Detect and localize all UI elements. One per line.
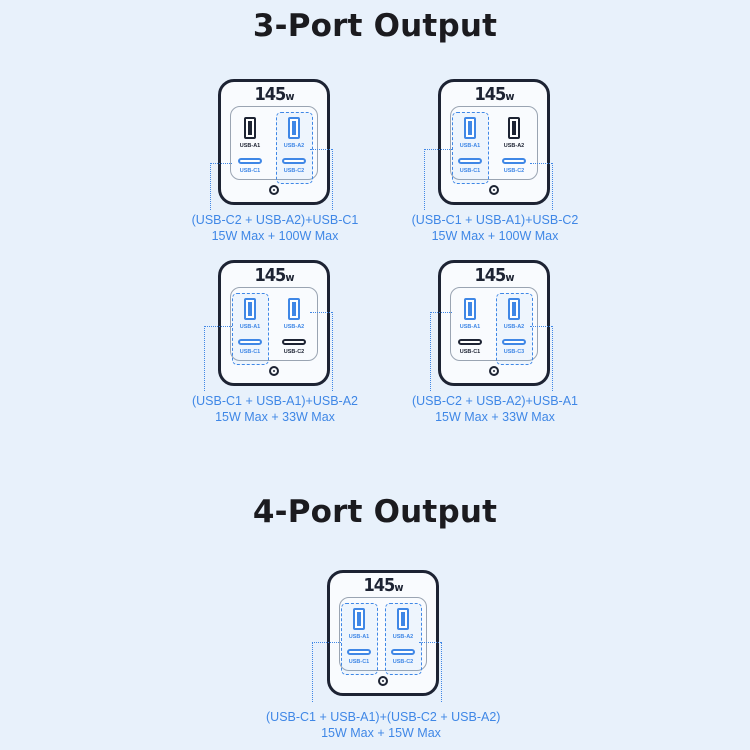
usb-c1-port-icon [238,339,262,345]
charger-body: 145w USB-A1 USB-A2 USB-C1 USB-C2 [218,79,330,205]
usb-c2-label: USB-C2 [392,659,414,665]
callout-line [210,163,211,210]
usb-a2-label: USB-A2 [503,143,525,149]
usb-c1-port-icon [458,158,482,164]
callout-line [430,312,452,313]
usb-a1-port-icon [464,298,476,320]
wattage-label: 145w [363,575,404,596]
usb-a2-port-icon [508,117,520,139]
callout-line [424,149,425,210]
charger-config-3: 145w USB-A1 USB-A2 USB-C1 USB-C2 (USB-C1… [160,260,390,440]
usb-a1-label: USB-A1 [459,324,481,330]
highlight-group [496,293,533,365]
usb-a2-label: USB-A2 [503,324,525,330]
port-panel: USB-A1 USB-A2 USB-C1 USB-C2 [339,597,427,675]
usb-a2-port-icon [397,608,409,630]
usb-a2-label: USB-A2 [283,143,305,149]
callout-line [332,149,333,210]
callout-line [204,326,232,327]
usb-c1-port-icon [347,649,371,655]
usb-c2-port-icon [502,158,526,164]
usb-c1-label: USB-C1 [459,349,481,355]
four-port-title: 4-Port Output [252,494,498,530]
usb-a1-port-icon [464,117,476,139]
usb-a2-label: USB-A2 [392,634,414,640]
config-power: 15W Max + 33W Max [435,410,555,424]
wattage-label: 145w [254,84,295,105]
charger-body: 145w USB-A1 USB-A2 USB-C1 USB-C2 [438,79,550,205]
usb-c2-label: USB-C2 [283,168,305,174]
usb-a1-label: USB-A1 [459,143,481,149]
usb-c1-port-icon [238,158,262,164]
callout-line [312,642,341,643]
charger-led-icon [489,185,499,195]
charger-config-2: 145w USB-A1 USB-A2 USB-C1 USB-C2 (USB-C1… [380,79,610,259]
usb-a2-port-icon [508,298,520,320]
usb-a2-port-icon [288,117,300,139]
callout-line [552,163,553,210]
wattage-label: 145w [474,265,515,286]
charger-led-icon [269,366,279,376]
charger-body: 145w USB-A1 USB-A2 USB-C1 USB-C2 [327,570,439,696]
usb-c2-port-icon [282,339,306,345]
wattage-label: 145w [254,265,295,286]
usb-a1-label: USB-A1 [348,634,370,640]
usb-a1-port-icon [244,298,256,320]
callout-line [530,163,552,164]
usb-c2-label: USB-C2 [283,349,305,355]
port-panel: USB-A1 USB-A2 USB-C1 USB-C2 [450,106,538,184]
charger-led-icon [489,366,499,376]
config-power: 15W Max + 100W Max [211,229,339,243]
charger-led-icon [378,676,388,686]
usb-c2-port-icon [282,158,306,164]
callout-line [424,149,452,150]
config-power: 15W Max + 100W Max [431,229,559,243]
usb-a1-port-icon [353,608,365,630]
charger-body: 145w USB-A1 USB-A2 USB-C1 USB-C3 [438,260,550,386]
usb-c2-port-icon [502,339,526,345]
callout-line [332,312,333,391]
usb-c2-port-icon [391,649,415,655]
callout-line [552,326,553,391]
callout-line [312,642,313,702]
config-caption: (USB-C2 + USB-A2)+USB-A1 [411,394,579,408]
three-port-title: 3-Port Output [252,8,498,44]
callout-line [430,312,431,391]
usb-c1-label: USB-C1 [459,168,481,174]
wattage-label: 145w [474,84,515,105]
usb-c1-label: USB-C1 [239,349,261,355]
config-power: 15W Max + 33W Max [215,410,335,424]
config-caption: (USB-C1 + USB-A1)+(USB-C2 + USB-A2) [266,710,501,724]
callout-line [310,312,332,313]
callout-line [310,149,332,150]
charger-config-5: 145w USB-A1 USB-A2 USB-C1 USB-C2 (USB-C1… [266,570,501,750]
callout-line [204,326,205,391]
usb-a2-label: USB-A2 [283,324,305,330]
callout-line [419,642,441,643]
callout-line [210,163,232,164]
usb-c1-label: USB-C1 [348,659,370,665]
port-panel: USB-A1 USB-A2 USB-C1 USB-C2 [230,106,318,184]
config-caption: (USB-C1 + USB-A1)+USB-C2 [411,213,579,227]
config-power: 15W Max + 15W Max [321,726,441,740]
usb-a1-label: USB-A1 [239,324,261,330]
usb-a1-label: USB-A1 [239,143,261,149]
usb-a1-port-icon [244,117,256,139]
usb-c3-label: USB-C3 [503,349,525,355]
port-panel: USB-A1 USB-A2 USB-C1 USB-C3 [450,287,538,365]
usb-a2-port-icon [288,298,300,320]
charger-config-1: 145w USB-A1 USB-A2 USB-C1 USB-C2 (USB-C2… [160,79,390,259]
usb-c2-label: USB-C2 [503,168,525,174]
port-panel: USB-A1 USB-A2 USB-C1 USB-C2 [230,287,318,365]
usb-c1-port-icon [458,339,482,345]
config-caption: (USB-C1 + USB-A1)+USB-A2 [191,394,359,408]
usb-c1-label: USB-C1 [239,168,261,174]
highlight-group [341,603,378,675]
callout-line [530,326,552,327]
config-caption: (USB-C2 + USB-A2)+USB-C1 [191,213,359,227]
callout-line [441,642,442,702]
charger-led-icon [269,185,279,195]
charger-body: 145w USB-A1 USB-A2 USB-C1 USB-C2 [218,260,330,386]
charger-config-4: 145w USB-A1 USB-A2 USB-C1 USB-C3 (USB-C2… [380,260,610,440]
